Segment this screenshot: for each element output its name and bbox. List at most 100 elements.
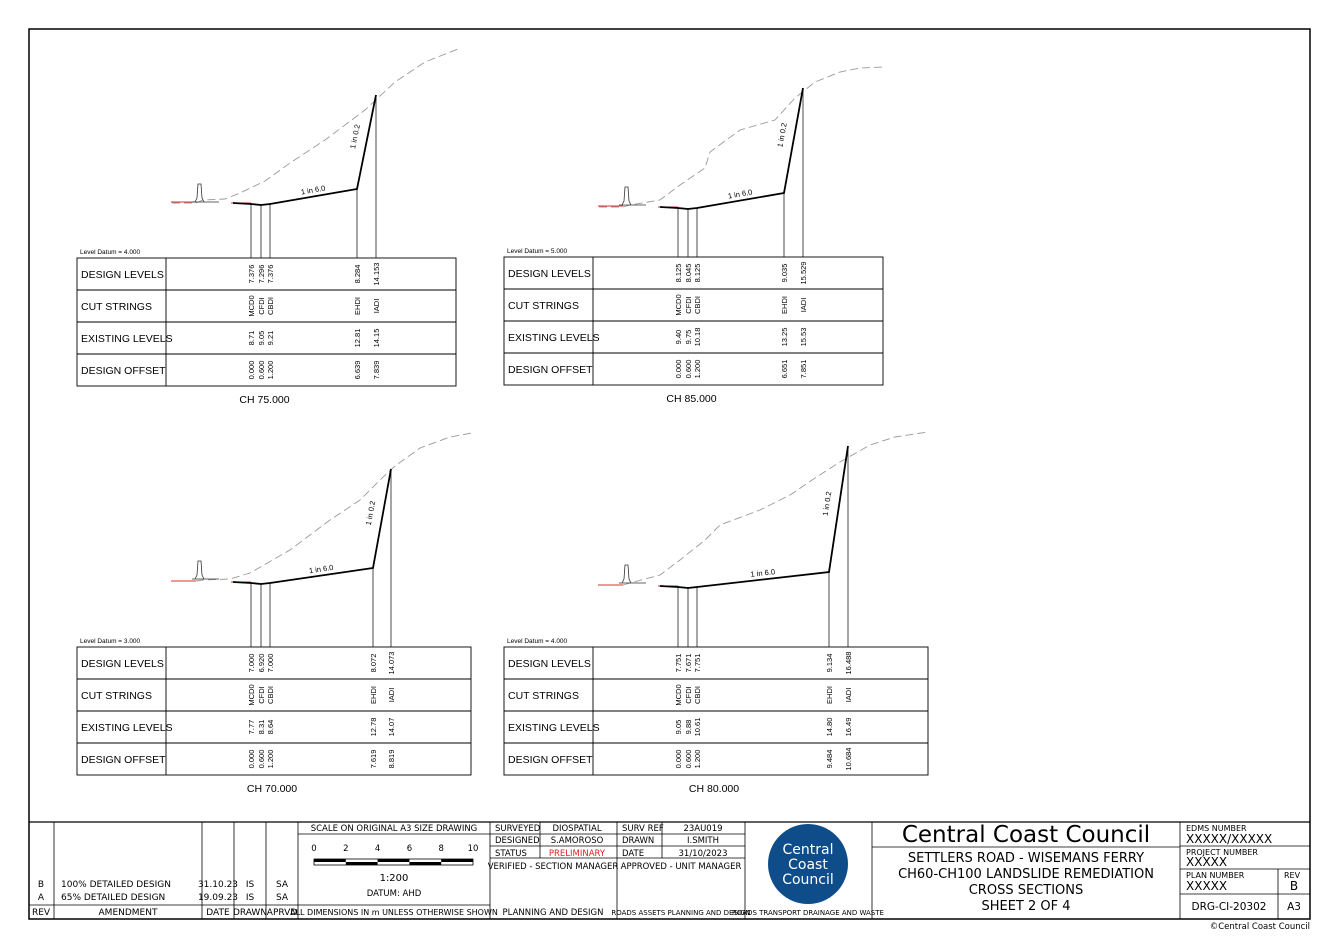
sheet-border (28, 28, 1311, 920)
station-value: EHDI (353, 297, 362, 315)
face-slope-label: 1 in 0.2 (364, 500, 377, 526)
row-label: CUT STRINGS (81, 301, 152, 313)
station-value: 7.851 (799, 360, 808, 379)
planning-label: PLANNING AND DESIGN (503, 908, 604, 918)
station-value: 13.25 (780, 328, 789, 347)
station-value: 7.000 (266, 654, 275, 673)
station-value: 7.751 (674, 654, 683, 673)
kerb-symbol (619, 186, 646, 206)
station-value: 9.40 (674, 330, 683, 345)
station-value: 9.05 (674, 720, 683, 735)
station-value: CFDI (257, 686, 266, 704)
station-value: 0.600 (684, 750, 693, 769)
station-value: 16.49 (844, 718, 853, 737)
station-value: 10.684 (844, 748, 853, 771)
designed-label: DESIGNED (495, 836, 540, 846)
logo-line-1: Central (783, 842, 834, 858)
chainage-label: CH 70.000 (247, 783, 297, 795)
station-value: 8.072 (369, 654, 378, 673)
station-value: 0.000 (674, 750, 683, 769)
level-datum: Level Datum = 3.000 (80, 638, 141, 645)
station-value: 12.81 (353, 329, 362, 348)
scale-tick-label: 8 (438, 844, 443, 854)
date-label: DATE (622, 849, 644, 859)
amendment-header: AMENDMENT (99, 908, 158, 918)
row-label: DESIGN LEVELS (508, 268, 591, 280)
station-value: 8.64 (266, 720, 275, 735)
station-value: 9.134 (825, 654, 834, 673)
station-value: 8.31 (257, 720, 266, 735)
station-value: 6.639 (353, 361, 362, 380)
row-label: DESIGN LEVELS (508, 658, 591, 670)
drawn-a: IS (246, 893, 255, 903)
station-value: CFDI (684, 296, 693, 314)
station-value: 0.000 (247, 361, 256, 380)
surveyed-value: DIOSPATIAL (552, 824, 601, 834)
datum-label: DATUM: AHD (367, 889, 422, 899)
drawn-b: IS (246, 880, 255, 890)
aprvd-b: SA (276, 880, 289, 890)
station-value: IADI (372, 299, 381, 314)
station-value: 1.200 (266, 750, 275, 769)
scale-tick-label: 4 (375, 844, 380, 854)
amendment-b: 100% DETAILED DESIGN (61, 880, 171, 890)
scale-bar-segment (409, 862, 442, 865)
rev-b: B (38, 880, 44, 890)
scale-ratio: 1:200 (380, 873, 409, 884)
surv-ref-value: 23AU019 (683, 824, 722, 834)
row-label: DESIGN OFFSET (508, 754, 593, 766)
logo-line-3: Council (782, 872, 834, 888)
station-value: 10.18 (693, 328, 702, 347)
station-value: MCD0 (674, 294, 683, 315)
verified-label: VERIFIED - SECTION MANAGER (488, 862, 619, 872)
kerb-symbol (619, 564, 646, 584)
station-value: 12.78 (369, 718, 378, 737)
drawn-header: DRAWN (233, 908, 267, 918)
station-value: 8.125 (674, 264, 683, 283)
station-value: 7.619 (369, 750, 378, 769)
row-label: EXISTING LEVELS (81, 333, 173, 345)
scale-heading: SCALE ON ORIGINAL A3 SIZE DRAWING (311, 824, 478, 834)
face-slope-label: 1 in 0.2 (821, 491, 834, 517)
plan-number-value: XXXXX (1186, 879, 1227, 893)
scale-tick-label: 6 (407, 844, 412, 854)
row-label: CUT STRINGS (508, 690, 579, 702)
project-number-label: PROJECT NUMBER (1186, 848, 1258, 857)
kerb-symbol (192, 560, 219, 580)
station-value: 15.529 (799, 262, 808, 285)
station-value: 7.376 (266, 265, 275, 284)
edms-label: EDMS NUMBER (1186, 824, 1247, 833)
scale-bar-segment (377, 859, 410, 862)
station-value: 0.600 (684, 360, 693, 379)
station-value: CBDI (693, 686, 702, 704)
station-value: CBDI (693, 296, 702, 314)
station-value: 7.751 (693, 654, 702, 673)
station-value: CFDI (257, 297, 266, 315)
station-value: 14.073 (387, 652, 396, 675)
date-b: 31.10.23 (198, 880, 238, 890)
row-label: EXISTING LEVELS (508, 722, 600, 734)
rev-a: A (38, 893, 45, 903)
row-label: DESIGN LEVELS (81, 658, 164, 670)
rev-header: REV (32, 908, 51, 918)
station-value: 1.200 (693, 750, 702, 769)
project-number-value: XXXXX (1186, 855, 1227, 869)
row-label: CUT STRINGS (81, 690, 152, 702)
row-label: EXISTING LEVELS (81, 722, 173, 734)
date-a: 19.09.23 (198, 893, 238, 903)
design-profile (232, 94, 377, 206)
station-value: 14.80 (825, 718, 834, 737)
station-value: 8.819 (387, 750, 396, 769)
station-value: 7.671 (684, 654, 693, 673)
station-value: EHDI (825, 686, 834, 704)
approved-label: APPROVED - UNIT MANAGER (621, 862, 742, 872)
scale-frame (298, 822, 491, 919)
project-line-2: CH60-CH100 LANDSLIDE REMEDIATION (898, 867, 1154, 882)
station-value: 7.000 (247, 654, 256, 673)
copyright: ©Central Coast Council (1210, 922, 1310, 932)
station-value: 0.000 (674, 360, 683, 379)
station-value: 8.71 (247, 331, 256, 346)
